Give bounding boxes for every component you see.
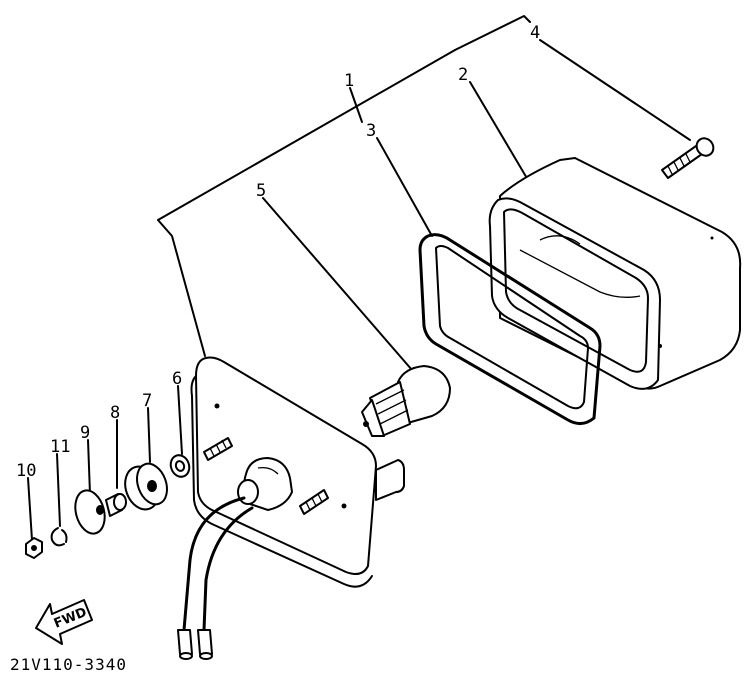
part-label-8: 8 [110,403,120,423]
base-plate-part [190,356,405,588]
part-label-4: 4 [530,23,540,43]
part-label-1: 1 [344,71,354,91]
part-label-6: 6 [172,369,182,389]
part-label-3: 3 [366,121,376,141]
part-label-10: 10 [16,461,36,481]
bulb-part [361,365,451,437]
part-label-2: 2 [458,65,468,85]
gasket-part [418,233,602,425]
screw-part [661,137,715,179]
leader-lines [27,15,691,541]
part-label-11: 11 [50,437,70,457]
part-labels: 1 2 3 4 5 6 7 8 9 10 11 [16,23,540,481]
drawing-code: 21V110-3340 [10,655,127,674]
fwd-arrow-icon: FWD [35,599,93,645]
part-label-5: 5 [256,181,266,201]
lens-housing-part [488,157,742,390]
part-label-7: 7 [142,391,152,411]
part-label-9: 9 [80,423,90,443]
wire-harness [177,496,254,660]
small-parts [25,454,191,559]
